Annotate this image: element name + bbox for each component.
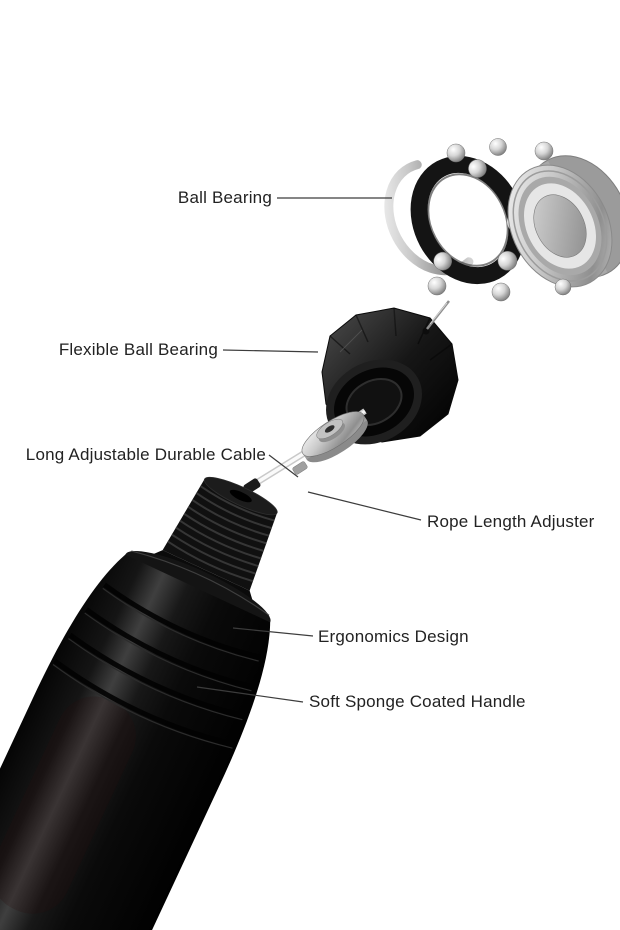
ball-bearing-assembly — [384, 138, 620, 302]
rope-length-adjuster-washer — [301, 411, 368, 463]
cable-ferrule-silver — [292, 461, 308, 475]
bearing-ball — [554, 278, 572, 296]
bearing-ball — [491, 282, 511, 302]
bearing-ball — [427, 276, 447, 296]
handle-threads — [162, 476, 278, 591]
label-soft-sponge-coated-handle: Soft Sponge Coated Handle — [309, 692, 526, 711]
leader-line-soft-sponge — [196, 686, 304, 703]
loose-bearing-balls — [427, 138, 572, 302]
leader-line-ergonomics — [232, 627, 314, 637]
leader-lines — [196, 197, 422, 703]
handle-groove — [103, 582, 261, 660]
label-ball-bearing: Ball Bearing — [177, 188, 272, 207]
bearing-ball — [468, 159, 487, 178]
leader-line-rope-length-adjuster — [307, 491, 422, 521]
bearing-ball — [534, 141, 554, 161]
label-ergonomics-design: Ergonomics Design — [318, 627, 469, 646]
handle-illustration — [0, 476, 278, 930]
handle-foam-body — [0, 554, 271, 930]
bearing-outer-race — [507, 155, 620, 288]
cap-rod — [422, 300, 450, 335]
leader-line-cable — [268, 454, 299, 478]
label-rope-length-adjuster: Rope Length Adjuster — [427, 512, 595, 531]
bearing-ball — [446, 143, 466, 163]
bearing-ball — [497, 250, 518, 271]
handle-groove — [53, 658, 235, 747]
label-long-adjustable-durable-cable: Long Adjustable Durable Cable — [25, 445, 266, 464]
bearing-ball — [433, 251, 452, 271]
bearing-ball — [489, 138, 507, 156]
handle-groove — [84, 607, 254, 690]
leader-line-flexible-ball-bearing — [222, 349, 319, 353]
label-flexible-ball-bearing: Flexible Ball Bearing — [58, 340, 218, 359]
handle-groove — [68, 632, 245, 719]
